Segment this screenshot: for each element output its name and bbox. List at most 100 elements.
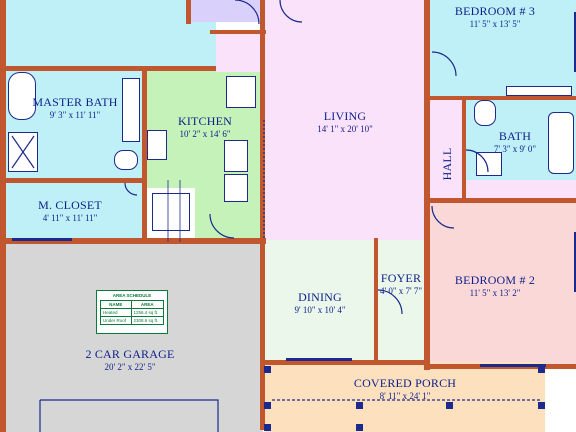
bedroom3-room xyxy=(430,0,576,98)
counter-line xyxy=(167,180,181,242)
garage-label: 2 CAR GARAGE 20' 2" x 22' 5" xyxy=(50,348,210,372)
room-name: FOYER xyxy=(380,271,422,285)
door-swing xyxy=(465,149,489,173)
door-swing xyxy=(124,182,138,196)
room-dims: 8' 11" x 24' 1" xyxy=(379,391,431,401)
room-dims: 10' 2" x 14' 6" xyxy=(179,129,231,139)
room-name: BATH xyxy=(498,129,532,143)
row-area: 2308.6 sq ft. xyxy=(130,316,165,325)
room-name: DINING xyxy=(298,290,342,304)
bedroom3-label: BEDROOM # 3 11' 5" x 13' 5" xyxy=(440,5,550,29)
row-area: 1256.4 sq ft. xyxy=(130,308,165,317)
header-area: AREA xyxy=(130,300,165,309)
wall xyxy=(0,178,145,183)
room-name: HALL xyxy=(440,147,454,181)
porch-post xyxy=(264,366,271,373)
wall xyxy=(186,0,191,24)
wall xyxy=(260,0,265,430)
kitchen-sink xyxy=(224,140,248,172)
washer xyxy=(152,193,190,231)
room-dims: 11' 5" x 13' 2" xyxy=(469,288,521,298)
bath-label: BATH 7' 3" x 9' 0" xyxy=(480,130,550,154)
room-dims: 14' 1" x 20' 10" xyxy=(317,124,373,134)
porch-room xyxy=(265,362,545,432)
foyer-label: FOYER 4' 0" x 7' 7" xyxy=(372,272,430,296)
entry-nook xyxy=(216,30,264,72)
door-swing xyxy=(431,205,455,229)
hall-label: HALL xyxy=(440,141,454,187)
wall xyxy=(430,198,576,203)
bath-tub xyxy=(548,112,574,174)
porch-post xyxy=(538,366,545,373)
wall xyxy=(142,71,147,243)
door-swing xyxy=(209,213,235,239)
door-swing xyxy=(279,0,303,23)
row-name: Under Roof xyxy=(100,316,132,325)
bedroom2-room xyxy=(428,202,576,367)
room-dims: 9' 3" x 11' 11" xyxy=(49,110,101,120)
room-dims: 4' 11" x 11' 11" xyxy=(42,213,98,223)
kitchen-label: KITCHEN 10' 2" x 14' 6" xyxy=(160,115,250,139)
hall-room xyxy=(430,98,465,200)
foyer-room xyxy=(378,240,428,362)
room-name: 2 CAR GARAGE xyxy=(85,347,175,361)
door-swing xyxy=(377,289,403,315)
wall xyxy=(0,66,216,71)
area-schedule-table: NAME AREA Heated 1256.4 sq ft. Under Roo… xyxy=(100,300,165,325)
door-swing xyxy=(431,51,457,77)
master-closet-room xyxy=(0,182,145,242)
porch-post xyxy=(446,402,453,409)
refrigerator xyxy=(226,76,256,108)
room-name: LIVING xyxy=(323,109,367,123)
stove xyxy=(147,130,167,160)
room-dims: 9' 10" x 10' 4" xyxy=(294,305,346,315)
bathtub xyxy=(8,72,36,120)
porch-post xyxy=(356,424,363,431)
room-name: KITCHEN xyxy=(177,114,233,128)
door-swing xyxy=(234,0,260,25)
wall xyxy=(0,238,266,244)
row-name: Heated xyxy=(100,308,132,317)
dishwasher xyxy=(224,174,248,202)
living-label: LIVING 14' 1" x 20' 10" xyxy=(270,110,420,134)
bath-toilet xyxy=(474,100,496,126)
wall xyxy=(374,238,378,363)
porch-post xyxy=(264,402,271,409)
vanity xyxy=(122,78,140,142)
dining-room xyxy=(263,240,378,362)
m-closet-label: M. CLOSET 4' 11" x 11' 11" xyxy=(10,199,130,223)
table-row: NAME AREA xyxy=(100,300,165,309)
bedroom2-label: BEDROOM # 2 11' 5" x 13' 2" xyxy=(440,274,550,298)
window xyxy=(480,364,546,367)
window xyxy=(286,358,352,361)
room-name: M. CLOSET xyxy=(38,198,102,212)
porch-post xyxy=(538,402,545,409)
table-row: Under Roof 2308.6 sq ft. xyxy=(100,316,165,325)
area-schedule: AREA SCHEDULE NAME AREA Heated 1256.4 sq… xyxy=(96,290,168,334)
area-schedule-title: AREA SCHEDULE xyxy=(112,293,152,298)
room-name: BEDROOM # 2 xyxy=(454,273,536,287)
room-dims: 7' 3" x 9' 0" xyxy=(493,144,537,154)
room-name: MASTER BATH xyxy=(32,95,118,109)
porch-label: COVERED PORCH 8' 11" x 24' 1" xyxy=(320,377,490,401)
room-dims: 11' 5" x 13' 5" xyxy=(469,19,521,29)
top-left-room-fill xyxy=(0,0,216,70)
wall xyxy=(0,0,6,432)
window xyxy=(574,232,576,292)
room-name: COVERED PORCH xyxy=(353,376,457,390)
bedroom3-closet xyxy=(506,86,572,96)
window xyxy=(12,238,72,241)
table-row: Heated 1256.4 sq ft. xyxy=(100,308,165,317)
linen-closet xyxy=(465,180,576,202)
wall xyxy=(462,100,466,202)
dining-label: DINING 9' 10" x 10' 4" xyxy=(270,291,370,315)
toilet xyxy=(114,150,138,170)
porch-post xyxy=(356,402,363,409)
wall xyxy=(262,360,429,365)
shower-cross xyxy=(11,135,35,169)
wall xyxy=(430,96,576,100)
living-room xyxy=(263,0,428,240)
wall xyxy=(210,30,266,34)
master-bath-label: MASTER BATH 9' 3" x 11' 11" xyxy=(10,96,140,120)
